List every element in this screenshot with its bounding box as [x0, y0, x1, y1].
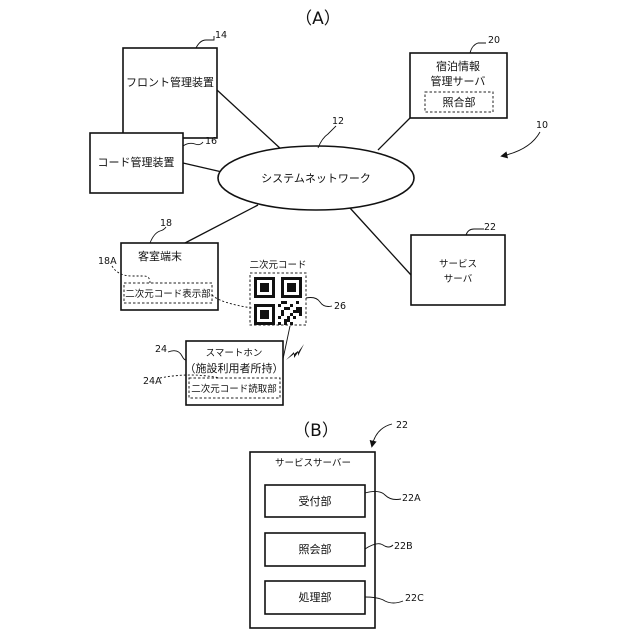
- qr-code-label: 二次元コード: [249, 259, 306, 271]
- qr-reader-unit-label: 二次元コード読取部: [191, 383, 277, 395]
- service-server-label-2: サーバ: [444, 274, 473, 285]
- processing-unit-label: 処理部: [299, 590, 332, 604]
- figure-a-label: （A）: [295, 9, 341, 29]
- lodging-server-label-2: 管理サーバ: [431, 74, 486, 88]
- figure-b-ref: 22: [396, 420, 408, 431]
- lodging-server-ref: 20: [488, 35, 500, 46]
- lodging-server-label-1: 宿泊情報: [436, 59, 480, 73]
- front-device-ref: 14: [215, 30, 227, 41]
- qr-code-ref: 26: [334, 301, 346, 312]
- service-server-title: サービスサーバー: [275, 458, 351, 469]
- inquiry-unit-ref: 22B: [394, 541, 413, 552]
- figure-b-label: （B）: [293, 421, 339, 441]
- processing-unit-ref: 22C: [405, 593, 424, 604]
- front-device-label: フロント管理装置: [126, 75, 214, 89]
- code-device-ref: 16: [205, 136, 217, 147]
- guest-terminal-label: 客室端末: [138, 249, 182, 263]
- smartphone-label-2: （施設利用者所持）: [185, 361, 284, 375]
- service-server: [411, 235, 505, 305]
- guest-terminal-ref: 18: [160, 218, 172, 229]
- inquiry-unit-label: 照会部: [299, 542, 332, 556]
- network-label: システムネットワーク: [261, 172, 371, 185]
- qr-display-unit-ref: 18A: [98, 256, 117, 267]
- service-server-ref: 22: [484, 222, 496, 233]
- smartphone-label-1: スマートホン: [206, 348, 263, 359]
- reception-unit-ref: 22A: [402, 493, 421, 504]
- smartphone-ref: 24: [155, 344, 167, 355]
- wireless-icon: [286, 344, 304, 360]
- qr-display-unit-label: 二次元コード表示部: [125, 288, 211, 300]
- system-ref: 10: [536, 120, 548, 131]
- qr-code-image: [254, 277, 302, 325]
- matching-unit-label: 照合部: [443, 95, 476, 109]
- front-management-device: [123, 48, 217, 138]
- code-device-label: コード管理装置: [98, 155, 175, 169]
- network-ref: 12: [332, 116, 344, 127]
- service-server-label-1: サービス: [439, 259, 477, 270]
- reception-unit-label: 受付部: [299, 494, 332, 508]
- qr-reader-unit-ref: 24A: [143, 376, 162, 387]
